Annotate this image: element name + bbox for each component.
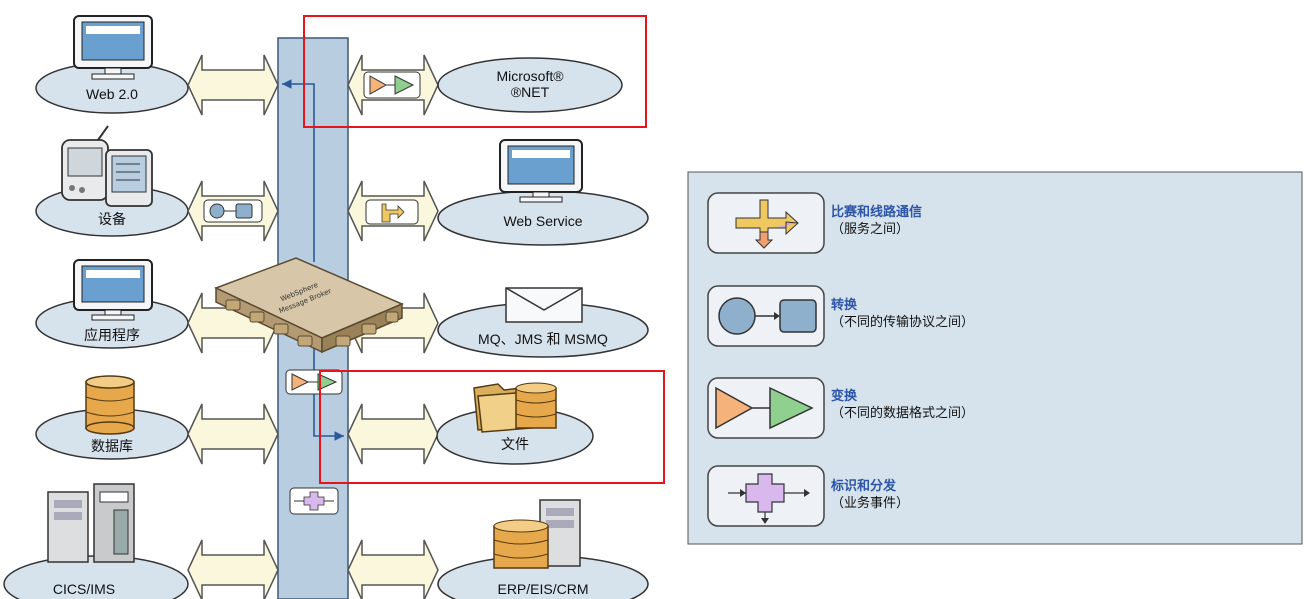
node-web20: Web 2.0: [35, 15, 189, 114]
node-mq: MQ、JMS 和 MSMQ: [437, 287, 649, 358]
node-label: Web Service: [503, 213, 582, 229]
node-label: Web 2.0: [86, 86, 138, 102]
node-label: MQ、JMS 和 MSMQ: [478, 331, 608, 347]
node-database: 数据库: [35, 375, 189, 460]
server-database-icon: [493, 499, 581, 569]
left-arrows: [187, 54, 279, 599]
node-label: 应用程序: [84, 327, 140, 343]
folder-icon: [473, 382, 557, 433]
transform-icon: [363, 71, 421, 99]
routing-icon: [365, 199, 419, 225]
node-sublabel: ®NET: [511, 84, 550, 100]
legend-subtitle: （不同的数据格式之间）: [831, 405, 974, 421]
legend-title: 变换: [831, 388, 858, 404]
double-arrow: [187, 539, 279, 599]
legend-item-routing: 比赛和线路通信 （服务之间）: [707, 192, 922, 254]
legend-item-transform: 变换 （不同的数据格式之间）: [707, 377, 974, 439]
convert-icon: [718, 297, 817, 335]
node-device: 设备: [35, 125, 189, 237]
node-label: ERP/EIS/CRM: [497, 581, 588, 597]
transform-icon: [715, 386, 814, 430]
node-file: 文件: [436, 382, 594, 465]
message-broker-chip: WebSphere Message Broker: [214, 257, 404, 354]
double-arrow: [187, 54, 279, 116]
legend-item-convert: 转换 （不同的传输协议之间）: [707, 285, 974, 347]
monitor-icon: [499, 139, 583, 203]
double-arrow: [187, 403, 279, 465]
legend-subtitle: （不同的传输协议之间）: [831, 314, 974, 330]
transform-icon: [285, 369, 343, 395]
server-icon: [47, 483, 135, 563]
legend-panel: 比赛和线路通信 （服务之间） 转换 （不同的传输协议之间） 变换: [687, 171, 1303, 545]
identify-icon: [728, 473, 810, 524]
monitor-icon: [73, 15, 153, 80]
legend-title: 标识和分发: [830, 478, 897, 494]
legend-title: 比赛和线路通信: [831, 204, 922, 220]
node-label: 文件: [501, 436, 529, 452]
node-application: 应用程序: [35, 259, 189, 349]
legend-item-identify: 标识和分发 （业务事件）: [707, 465, 909, 527]
flow-lines: [282, 79, 344, 441]
double-arrow: [347, 403, 439, 465]
highlight-box-file: [319, 370, 665, 484]
node-label: 设备: [98, 211, 126, 227]
node-microsoft: Microsoft® ®NET: [437, 57, 623, 113]
routing-icon: [735, 199, 799, 249]
monitor-icon: [73, 259, 153, 321]
node-cics: CICS/IMS: [3, 483, 189, 599]
double-arrow: [347, 539, 439, 599]
node-label: Microsoft®: [496, 68, 564, 84]
envelope-icon: [505, 287, 583, 323]
pda-icon: [61, 125, 153, 207]
database-icon: [85, 375, 135, 435]
legend-subtitle: （服务之间）: [831, 221, 909, 237]
highlight-box-microsoft: [303, 15, 647, 128]
legend-title: 转换: [831, 297, 858, 313]
node-web-service: Web Service: [437, 139, 649, 246]
convert-icon: [203, 199, 263, 223]
legend-subtitle: （业务事件）: [831, 495, 909, 511]
identify-icon: [289, 487, 339, 515]
node-erp: ERP/EIS/CRM: [437, 499, 649, 599]
node-label: 数据库: [91, 438, 133, 454]
node-label: CICS/IMS: [53, 581, 115, 597]
